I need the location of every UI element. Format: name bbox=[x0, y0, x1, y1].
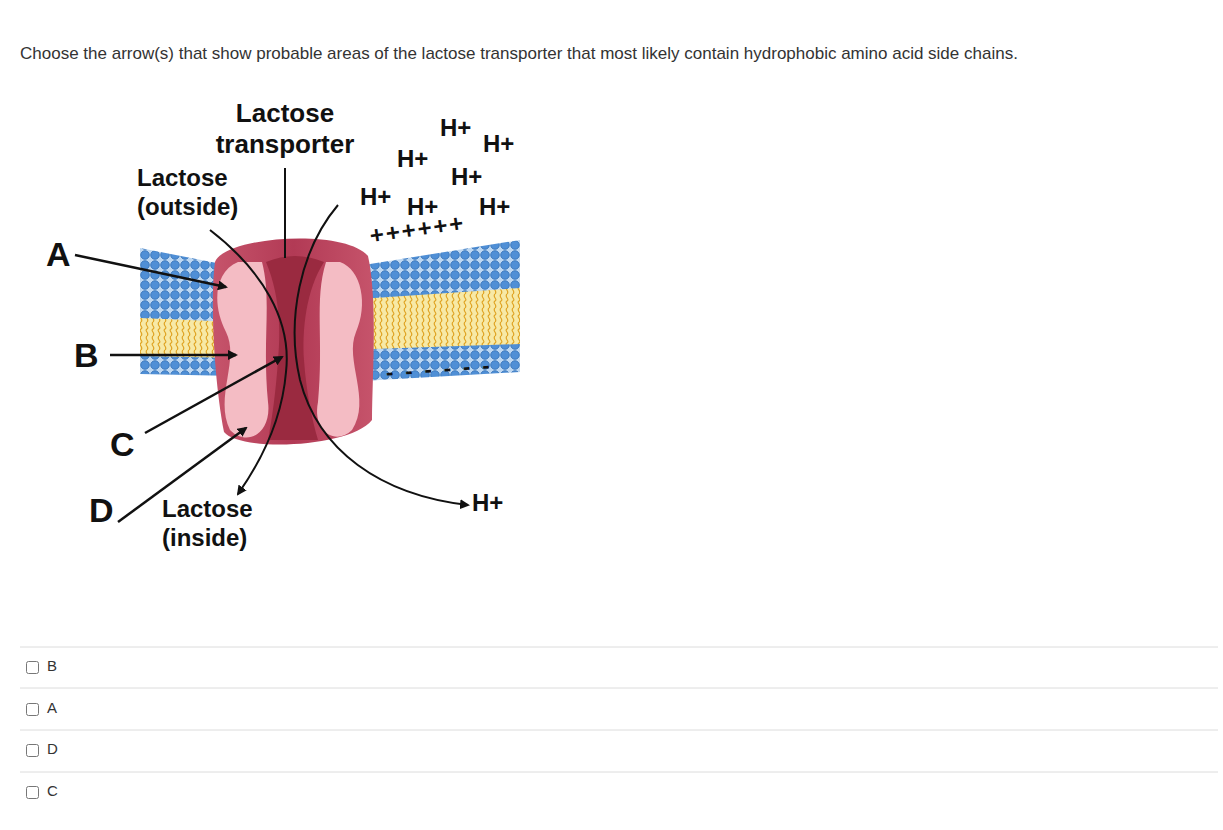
charge-label: ++++++ bbox=[368, 209, 467, 251]
callout-letter: C bbox=[110, 424, 135, 465]
option-rows bbox=[20, 647, 1218, 799]
ion-label: H+ bbox=[440, 114, 471, 143]
ion-label: H+ bbox=[397, 145, 428, 174]
option-label: A bbox=[47, 699, 57, 717]
callout-letter: B bbox=[74, 335, 99, 376]
option-label: C bbox=[47, 782, 58, 800]
pointer-arrow bbox=[110, 354, 236, 357]
part-label: Lactose transporter bbox=[205, 98, 365, 160]
option-label: D bbox=[47, 740, 58, 758]
ion-label: H+ bbox=[483, 130, 514, 159]
lactose-transporter-protein bbox=[213, 238, 374, 444]
part-label: Lactose (outside) bbox=[137, 164, 257, 222]
callout-letter: D bbox=[89, 490, 114, 531]
ion-label: H+ bbox=[479, 193, 510, 222]
ion-label: H+ bbox=[360, 183, 391, 212]
callout-letter: A bbox=[46, 234, 71, 275]
leader-line bbox=[284, 168, 286, 258]
option-label: B bbox=[47, 657, 57, 675]
pointer-arrow bbox=[75, 255, 226, 287]
ion-label: H+ bbox=[472, 489, 503, 518]
pointer-arrow bbox=[145, 357, 282, 433]
part-label: Lactose (inside) bbox=[162, 495, 282, 553]
ion-label: H+ bbox=[451, 163, 482, 192]
question-text: Choose the arrow(s) that show probable a… bbox=[20, 44, 1018, 64]
